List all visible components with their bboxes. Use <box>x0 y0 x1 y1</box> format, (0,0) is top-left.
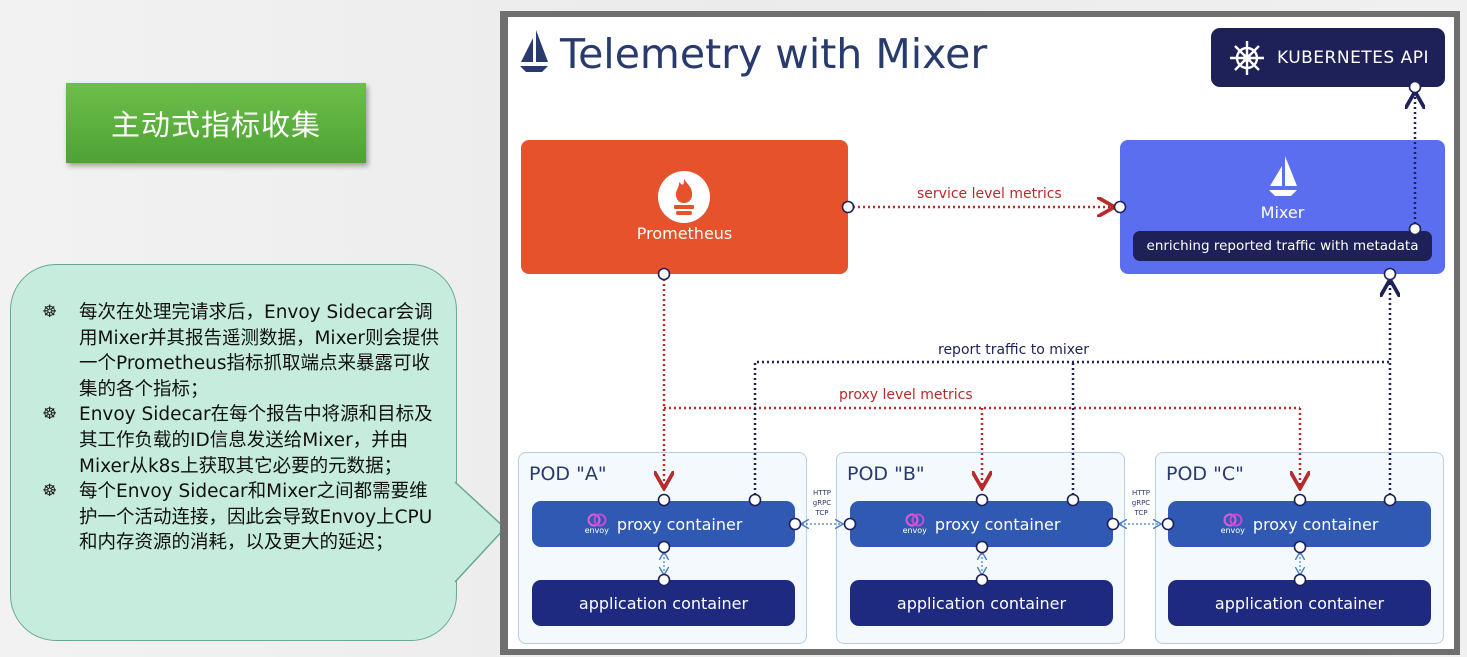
kubernetes-helm-icon <box>1230 40 1264 75</box>
connection-ports <box>657 80 1422 587</box>
istio-sail-icon <box>1269 156 1297 196</box>
proxy-container-label: proxy container <box>934 514 1061 534</box>
envoy-logo-text: envoy <box>1220 526 1245 535</box>
application-container-a: application container <box>532 580 795 626</box>
envoy-logo-text: envoy <box>584 526 609 535</box>
application-container-c: application container <box>1168 580 1431 626</box>
protocol-label-ab: HTTP gRPC TCP <box>802 488 842 518</box>
envoy-logo-icon <box>905 513 925 527</box>
mixer-label: Mixer <box>1260 203 1305 222</box>
bullet-item: ☸ 每个Envoy Sidecar和Mixer之间都需要维护一个活动连接，因此会… <box>42 479 442 556</box>
pod-label: POD "B" <box>847 463 925 485</box>
proxy-container-label: proxy container <box>1252 514 1379 534</box>
protocol-http: HTTP <box>1132 489 1150 497</box>
envoy-logo-icon <box>587 513 607 527</box>
report-traffic-edge-bus <box>753 360 1390 500</box>
proxy-level-metrics-label: proxy level metrics <box>839 387 973 403</box>
slide-title-badge: 主动式指标收集 <box>66 83 366 163</box>
protocol-http: HTTP <box>813 489 831 497</box>
proxy-container-label: proxy container <box>616 514 743 534</box>
bullet-item: ☸ 每次在处理完请求后，Envoy Sidecar会调用Mixer并其报告遥测数… <box>42 300 442 402</box>
kubernetes-api-node: KUBERNETES API <box>1211 28 1445 87</box>
envoy-logo-icon <box>1223 513 1243 527</box>
protocol-tcp: TCP <box>1134 509 1148 517</box>
bullet-text: 每个Envoy Sidecar和Mixer之间都需要维护一个活动连接，因此会导致… <box>79 481 433 554</box>
callout-bubble <box>10 264 457 641</box>
kubernetes-api-label: KUBERNETES API <box>1277 47 1430 68</box>
diagram-title: Telemetry with Mixer <box>560 30 988 78</box>
protocol-label-bc: HTTP gRPC TCP <box>1121 488 1161 518</box>
bullet-text: 每次在处理完请求后，Envoy Sidecar会调用Mixer并其报告遥测数据，… <box>79 302 439 400</box>
proxy-container-c: envoy proxy container <box>1168 501 1431 547</box>
proxy-container-b: envoy proxy container <box>850 501 1113 547</box>
helm-bullet-icon: ☸ <box>42 302 58 322</box>
bullet-text: Envoy Sidecar在每个报告中将源和目标及其工作负载的ID信息发送给Mi… <box>79 404 433 477</box>
protocol-tcp: TCP <box>815 509 829 517</box>
prometheus-node: Prometheus <box>521 140 848 274</box>
pod-label: POD "C" <box>1166 463 1244 485</box>
prometheus-label: Prometheus <box>636 224 733 243</box>
bullet-list: ☸ 每次在处理完请求后，Envoy Sidecar会调用Mixer并其报告遥测数… <box>42 300 442 556</box>
protocol-grpc: gRPC <box>1131 499 1151 507</box>
istio-sail-icon <box>520 30 548 72</box>
bullet-item: ☸ Envoy Sidecar在每个报告中将源和目标及其工作负载的ID信息发送给… <box>42 402 442 479</box>
pod-label: POD "A" <box>529 463 607 485</box>
service-level-metrics-label: service level metrics <box>917 186 1062 202</box>
proxy-container-a: envoy proxy container <box>532 501 795 547</box>
helm-bullet-icon: ☸ <box>42 404 58 425</box>
application-container-b: application container <box>850 580 1113 626</box>
protocol-grpc: gRPC <box>812 499 832 507</box>
report-traffic-label: report traffic to mixer <box>938 342 1089 358</box>
envoy-logo-text: envoy <box>902 526 927 535</box>
helm-bullet-icon: ☸ <box>42 481 58 502</box>
prometheus-flame-icon <box>658 171 710 223</box>
mixer-metadata-label: enriching reported traffic with metadata <box>1133 231 1432 261</box>
mixer-node: Mixer enriching reported traffic with me… <box>1120 140 1445 274</box>
